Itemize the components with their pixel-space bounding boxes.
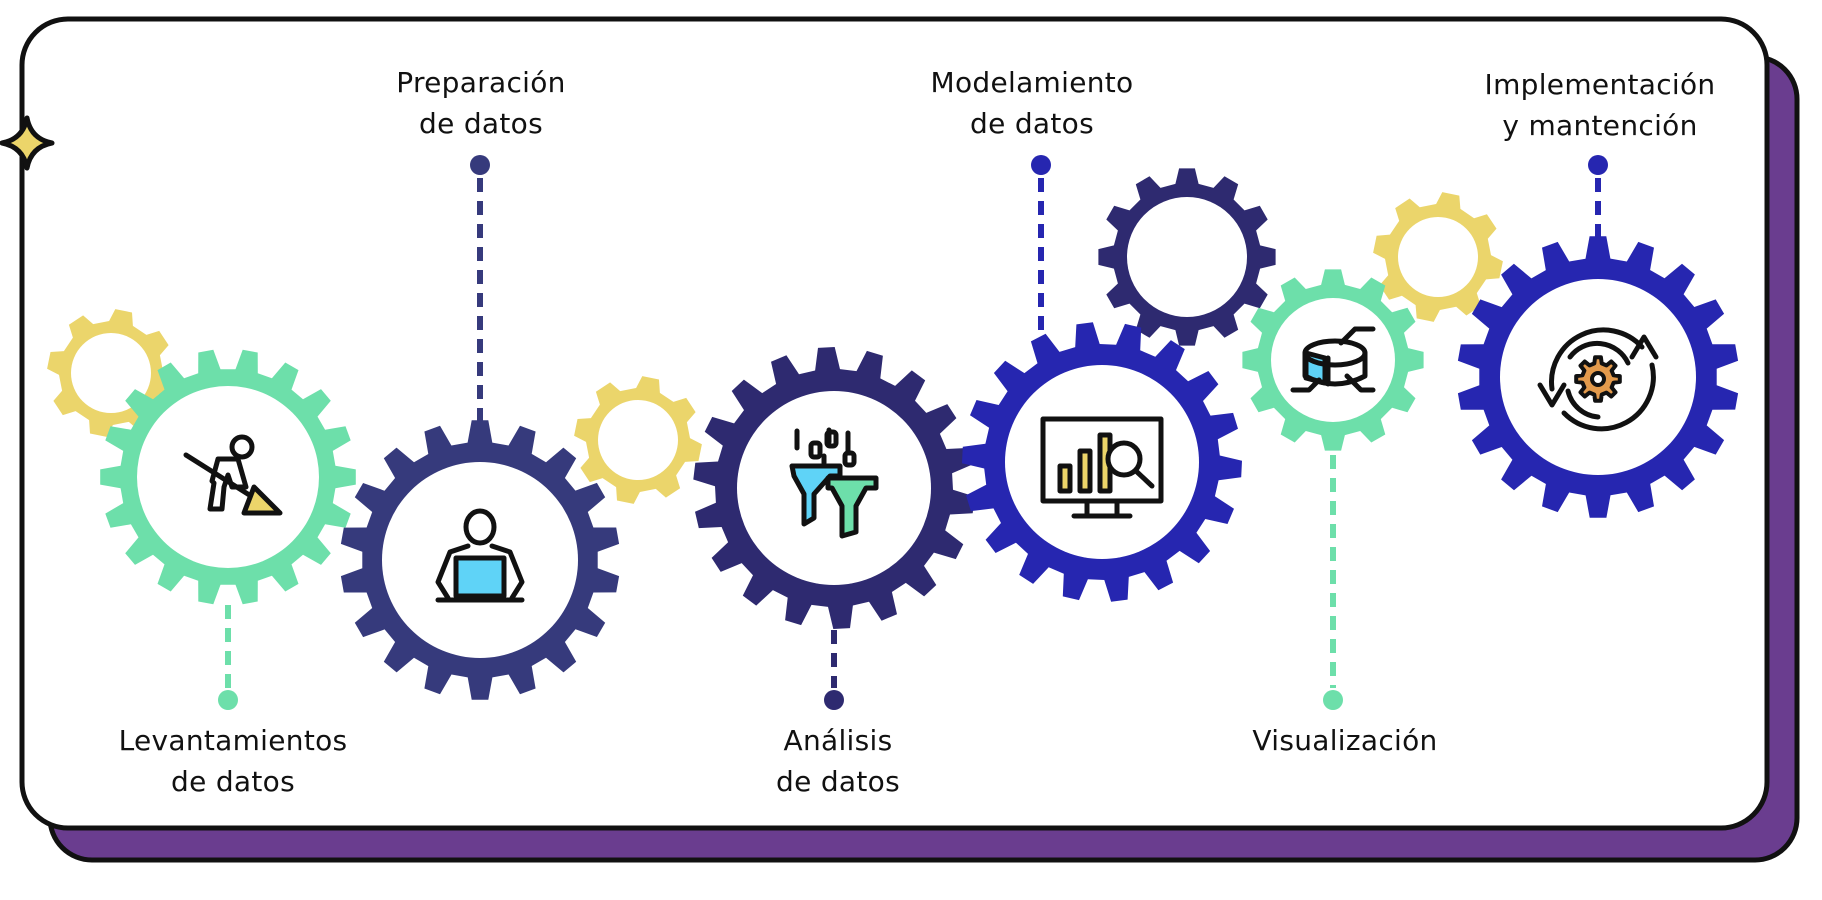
step-label-levantamiento: Levantamientos de datos [119, 720, 348, 802]
step-label-line2: de datos [419, 107, 543, 140]
step-label-visualizacion: Visualización [1252, 720, 1437, 761]
icons [183, 326, 1659, 603]
gear-refresh-icon [1537, 327, 1659, 432]
step-label-preparacion: Preparación de datos [396, 62, 565, 144]
connector-dot-preparacion [470, 155, 490, 175]
step-label-line2: y mantención [1502, 109, 1698, 142]
yellow-gear-middle-center [598, 400, 678, 480]
person-laptop-icon [435, 508, 525, 603]
step-label-analisis: Análisis de datos [776, 720, 900, 802]
step-label-modelamiento: Modelamiento de datos [931, 62, 1134, 144]
step-gear-visualizacion-center [1271, 298, 1395, 422]
data-funnel-icon [789, 427, 879, 539]
step-label-line1: Análisis [783, 724, 893, 757]
yellow-gear-middle [574, 376, 702, 504]
indigo-gear-top-center [1127, 197, 1247, 317]
monitor-chart-search-icon [1040, 416, 1164, 519]
step-label-line2: de datos [171, 765, 295, 798]
step-label-line1: Visualización [1252, 724, 1438, 757]
step-label-line1: Implementación [1484, 68, 1716, 101]
indigo-gear-top [1098, 168, 1276, 346]
step-label-line2: de datos [970, 107, 1094, 140]
connector-dot-modelamiento [1031, 155, 1051, 175]
sparkle-star-icon [0, 115, 55, 171]
orange-gear-icon [1574, 355, 1622, 403]
connector-dot-analisis [824, 690, 844, 710]
step-label-line1: Levantamientos [118, 724, 348, 757]
step-label-implementacion: Implementación y mantención [1485, 64, 1716, 146]
yellow-gear-right-center [1398, 217, 1478, 297]
connector-dot-levantamiento [218, 690, 238, 710]
step-label-line1: Modelamiento [930, 66, 1134, 99]
connectors [218, 155, 1608, 710]
step-label-line2: de datos [776, 765, 900, 798]
yellow-gear-left-center [71, 333, 151, 413]
database-pie-icon [1290, 326, 1376, 393]
connector-dot-visualizacion [1323, 690, 1343, 710]
yellow-gear-right [1373, 192, 1503, 322]
connector-dot-implementacion [1588, 155, 1608, 175]
orange-gear-hole [1590, 371, 1606, 387]
worker-shovel-icon [183, 434, 283, 516]
step-label-line1: Preparación [396, 66, 566, 99]
